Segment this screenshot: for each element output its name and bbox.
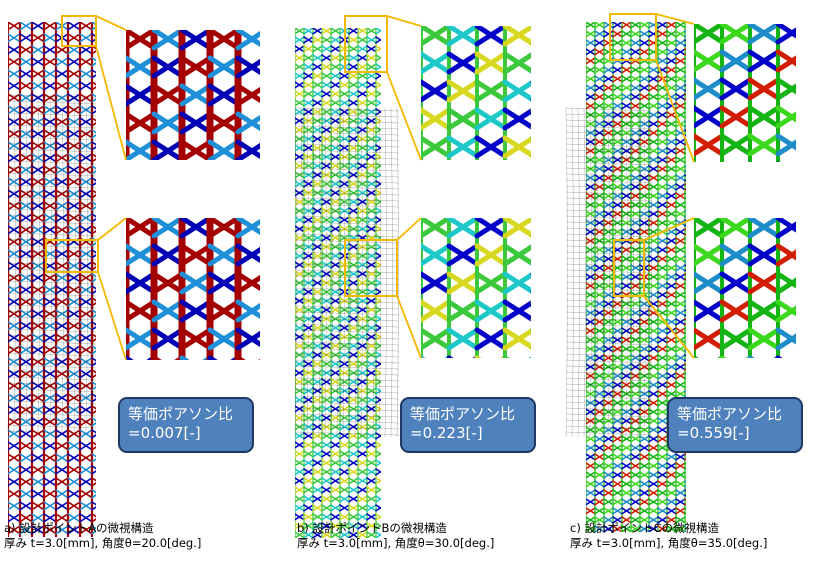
badge-c-label: 等価ポアソン比 [677,405,783,423]
badge-c-value: =0.559[-] [677,424,750,442]
microstructure-figure-a [7,15,260,537]
panel-design-point-a: 等価ポアソン比 =0.007[-] a) 設計ポイントAの微視構造 厚み t=3… [0,0,273,564]
zoom-top-c [694,24,796,162]
microstructure-figure-c [565,13,796,532]
strip-c [565,22,686,532]
zoom-mid-c [694,218,796,358]
caption-c: c) 設計ポイントCの微視構造 厚み t=3.0[mm], 角度θ=35.0[d… [570,521,767,551]
poisson-ratio-badge-a: 等価ポアソン比 =0.007[-] [118,397,254,453]
caption-a: a) 設計ポイントAの微視構造 厚み t=3.0[mm], 角度θ=20.0[d… [4,521,201,551]
poisson-ratio-badge-c: 等価ポアソン比 =0.559[-] [667,397,803,453]
caption-c-title: c) 設計ポイントCの微視構造 [570,521,719,535]
badge-b-value: =0.223[-] [410,424,483,442]
caption-a-title: a) 設計ポイントAの微視構造 [4,521,154,535]
caption-b-title: b) 設計ポイントBの微視構造 [297,521,447,535]
badge-b-label: 等価ポアソン比 [410,405,516,423]
poisson-ratio-badge-b: 等価ポアソン比 =0.223[-] [400,397,536,453]
caption-b: b) 設計ポイントBの微視構造 厚み t=3.0[mm], 角度θ=30.0[d… [297,521,494,551]
strip-a [7,22,97,537]
microstructure-figure-b [294,15,531,538]
caption-a-params: 厚み t=3.0[mm], 角度θ=20.0[deg.] [4,536,202,550]
callouts-c [609,13,695,359]
zoom-top-b [421,26,531,160]
caption-b-params: 厚み t=3.0[mm], 角度θ=30.0[deg.] [297,536,495,550]
caption-c-params: 厚み t=3.0[mm], 角度θ=35.0[deg.] [570,536,768,550]
callouts-b [344,15,422,359]
badge-a-label: 等価ポアソン比 [128,405,234,423]
badge-a-value: =0.007[-] [128,424,201,442]
zoom-mid-a [126,218,260,360]
callouts-a [45,15,127,361]
panel-design-point-b: 等価ポアソン比 =0.223[-] b) 設計ポイントBの微視構造 厚み t=3… [273,0,546,564]
strip-b [294,28,400,538]
zoom-top-a [126,30,260,160]
zoom-mid-b [421,218,531,358]
panel-design-point-c: 等価ポアソン比 =0.559[-] c) 設計ポイントCの微視構造 厚み t=3… [546,0,819,564]
